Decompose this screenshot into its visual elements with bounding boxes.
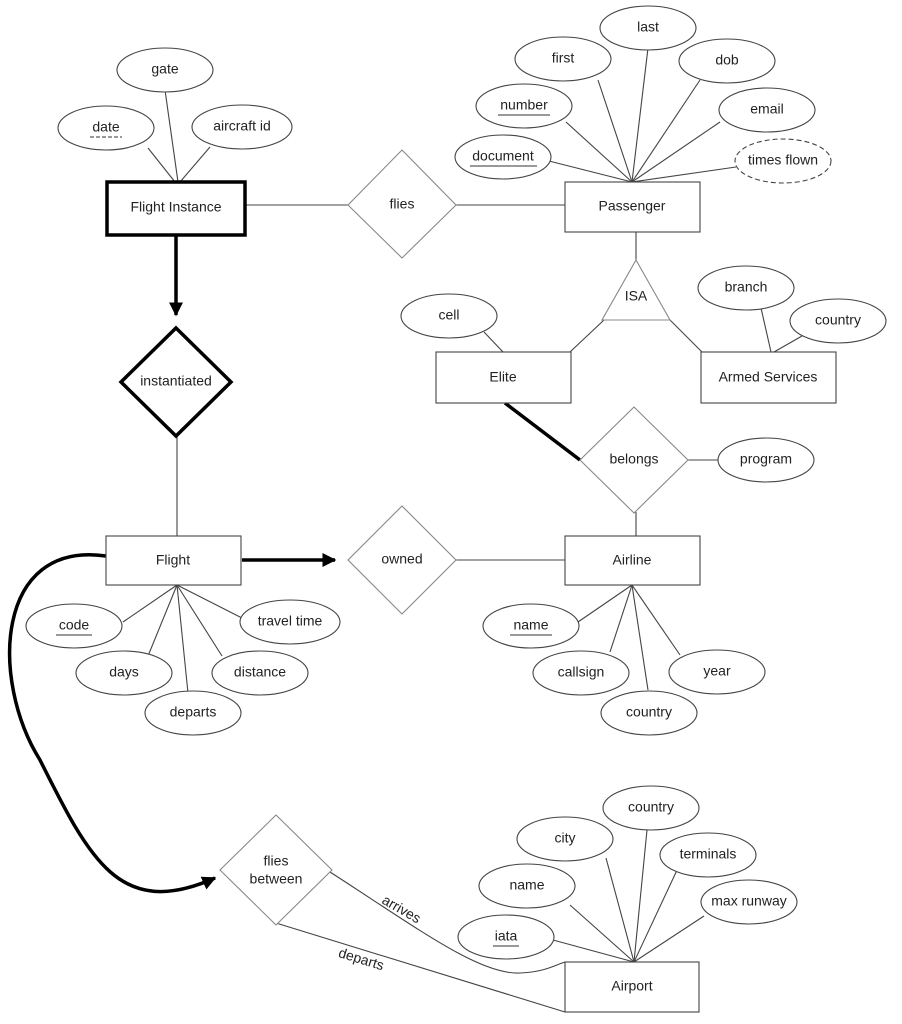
attribute-airport-country: country [602,785,700,831]
entity-flight-label: Flight [156,552,190,568]
svg-text:max runway: max runway [711,893,786,909]
attribute-aircraft-id: aircraft id [191,104,293,150]
relationship-isa: ISA [601,258,671,321]
attribute-distance: distance [211,650,309,696]
svg-text:city: city [555,830,576,846]
entity-armed-services: Armed Services [700,351,837,404]
svg-text:distance: distance [234,664,286,680]
svg-text:email: email [750,101,783,117]
attribute-airline-name: name [482,603,580,649]
svg-text:gate: gate [151,61,178,77]
svg-text:callsign: callsign [558,664,605,680]
svg-text:first: first [552,50,575,66]
relationship-flies: flies [347,149,457,259]
relationship-flies-between-label-2: between [250,871,303,887]
svg-text:dob: dob [715,52,739,68]
relationship-owned-label: owned [381,551,422,567]
svg-text:number: number [500,97,548,113]
attribute-days: days [75,650,173,696]
attribute-email: email [718,87,816,133]
entity-passenger: Passenger [564,181,701,233]
relationship-owned: owned [347,505,457,615]
connectors [122,47,803,1013]
svg-text:branch: branch [725,279,768,295]
svg-text:times flown: times flown [748,152,818,168]
relationship-flies-between-label-1: flies [264,853,289,869]
attribute-times-flown: times flown [734,138,832,184]
attribute-last: last [599,5,697,51]
relationship-flies-label: flies [390,196,415,212]
attribute-program: program [717,437,815,483]
entity-airport-label: Airport [611,978,652,994]
attribute-callsign: callsign [532,650,630,696]
svg-text:name: name [513,617,548,633]
edge-label-departs: departs [337,944,386,973]
svg-text:country: country [626,704,672,720]
attribute-document: document [454,134,552,180]
entity-flight: Flight [105,535,242,586]
attribute-terminals: terminals [659,832,757,878]
svg-text:document: document [472,148,534,164]
svg-text:name: name [509,877,544,893]
attribute-cell: cell [400,293,498,339]
attribute-city: city [516,816,614,862]
attribute-airline-country: country [600,690,698,736]
entity-elite: Elite [435,351,572,404]
svg-text:country: country [815,312,861,328]
entity-airline-label: Airline [613,552,652,568]
entity-flight-instance: Flight Instance [105,180,247,237]
relationship-belongs-label: belongs [609,451,658,467]
svg-text:program: program [740,451,792,467]
attribute-code: code [25,603,123,649]
svg-text:year: year [703,663,731,679]
svg-text:last: last [637,19,659,35]
attribute-branch: branch [697,265,795,311]
svg-text:days: days [109,664,139,680]
attribute-gate: gate [116,47,214,93]
entity-elite-label: Elite [489,369,516,385]
attribute-year: year [668,649,766,695]
attribute-first: first [514,36,612,82]
attribute-flight-departs: departs [144,690,242,736]
attribute-airport-name: name [478,863,576,909]
entity-passenger-label: Passenger [599,198,666,214]
edge-label-arrives: arrives [379,891,423,926]
attribute-travel-time: travel time [239,599,341,645]
thick-edges [7,235,582,894]
attribute-max-runway: max runway [700,879,798,925]
svg-text:travel time: travel time [258,613,323,629]
svg-text:terminals: terminals [680,846,737,862]
svg-text:country: country [628,799,674,815]
svg-text:cell: cell [438,307,459,323]
entity-airline: Airline [564,535,701,586]
relationship-instantiated: instantiated [118,325,234,439]
svg-text:code: code [59,617,90,633]
svg-text:iata: iata [495,928,518,944]
relationship-belongs: belongs [579,406,689,514]
svg-text:date: date [92,119,119,135]
relationship-instantiated-label: instantiated [140,373,212,389]
attribute-date: date [57,105,155,151]
entity-armed-services-label: Armed Services [719,369,818,385]
attribute-number: number [475,83,573,129]
relationship-isa-label: ISA [625,288,648,304]
attribute-armed-country: country [789,298,887,344]
entity-airport: Airport [564,961,700,1013]
svg-text:aircraft id: aircraft id [213,118,271,134]
relationship-flies-between: flies between [219,814,333,926]
svg-text:departs: departs [170,704,217,720]
entity-flight-instance-label: Flight Instance [130,199,221,215]
attribute-iata: iata [457,914,555,960]
attribute-dob: dob [678,38,776,84]
